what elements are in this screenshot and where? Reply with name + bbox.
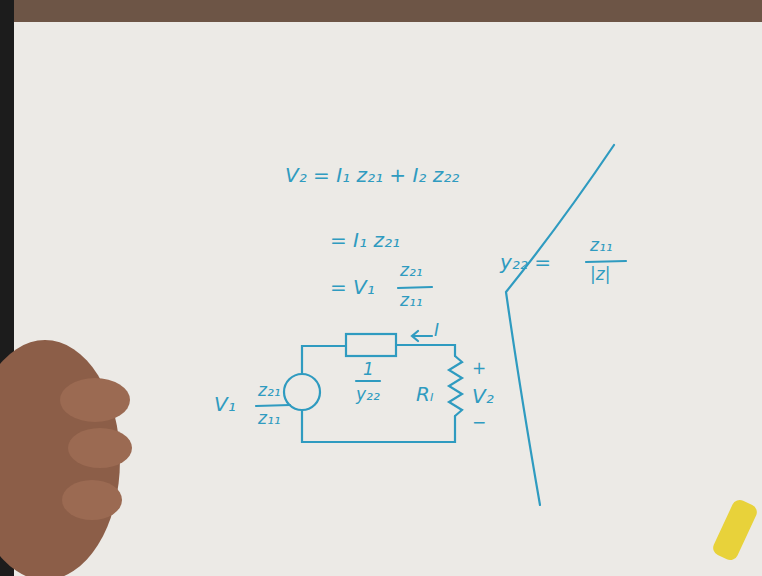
- source-label: V₁: [214, 394, 236, 414]
- current-label: I: [434, 322, 439, 339]
- marker-strokes: [256, 145, 626, 505]
- resistor-label: Rₗ: [416, 384, 433, 404]
- divider-curve: [506, 145, 614, 505]
- equation: y₂₂ =: [500, 252, 551, 272]
- fraction-numerator: z₂₁: [258, 382, 281, 399]
- polarity-mark: −: [472, 414, 486, 431]
- resistor-symbol: [449, 356, 462, 416]
- polarity-mark: +: [472, 360, 486, 377]
- fraction-numerator: 1: [363, 361, 374, 378]
- wire: [302, 410, 455, 442]
- board-edge: [0, 0, 762, 22]
- fraction-bar: [586, 261, 626, 262]
- equation: V₂ = I₁ z₂₁ + I₂ z₂₂: [285, 165, 459, 185]
- fraction-numerator: z₂₁: [400, 262, 423, 279]
- fraction-bar: [256, 405, 290, 406]
- marker-pen: [711, 497, 760, 562]
- wire: [396, 345, 455, 356]
- voltage-source: [284, 374, 320, 410]
- hand: [0, 340, 132, 576]
- fraction-denominator: |z|: [590, 266, 610, 283]
- fraction-denominator: y₂₂: [356, 386, 380, 403]
- equation: = I₁ z₂₁: [330, 230, 400, 250]
- voltage-label: V₂: [472, 386, 494, 406]
- current-arrow: [412, 331, 432, 341]
- wire: [302, 346, 346, 374]
- fraction-denominator: z₁₁: [258, 410, 281, 427]
- fraction-denominator: z₁₁: [400, 292, 423, 309]
- impedance-box: [346, 334, 396, 356]
- equation: = V₁: [330, 277, 375, 297]
- fraction-bar: [398, 287, 432, 288]
- fraction-bar: [356, 380, 380, 382]
- fraction-numerator: z₁₁: [590, 237, 613, 254]
